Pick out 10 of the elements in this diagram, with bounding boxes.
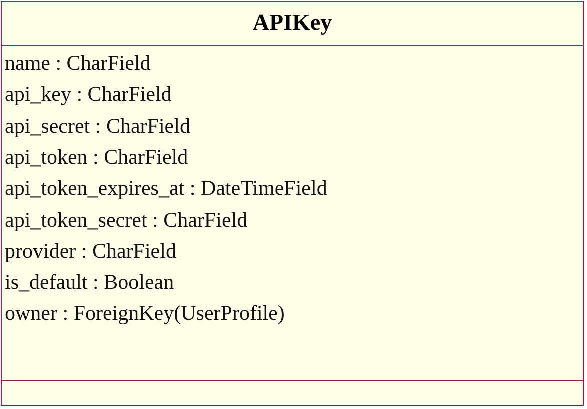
attribute-text: api_token : CharField (5, 144, 188, 170)
attribute-text: api_token_secret : CharField (5, 206, 248, 232)
attribute-text: api_secret : CharField (5, 112, 190, 139)
attribute-text: name : CharField (5, 50, 151, 76)
attribute-text: owner : ForeignKey(UserProfile) (5, 300, 285, 326)
attribute-text: is_default : Boolean (5, 269, 174, 296)
class-name: APIKey (252, 9, 334, 37)
attribute-text: api_token_expires_at : DateTimeField (5, 175, 328, 202)
attribute-text: api_key : CharField (5, 81, 172, 108)
attribute-text: provider : CharField (5, 238, 176, 264)
